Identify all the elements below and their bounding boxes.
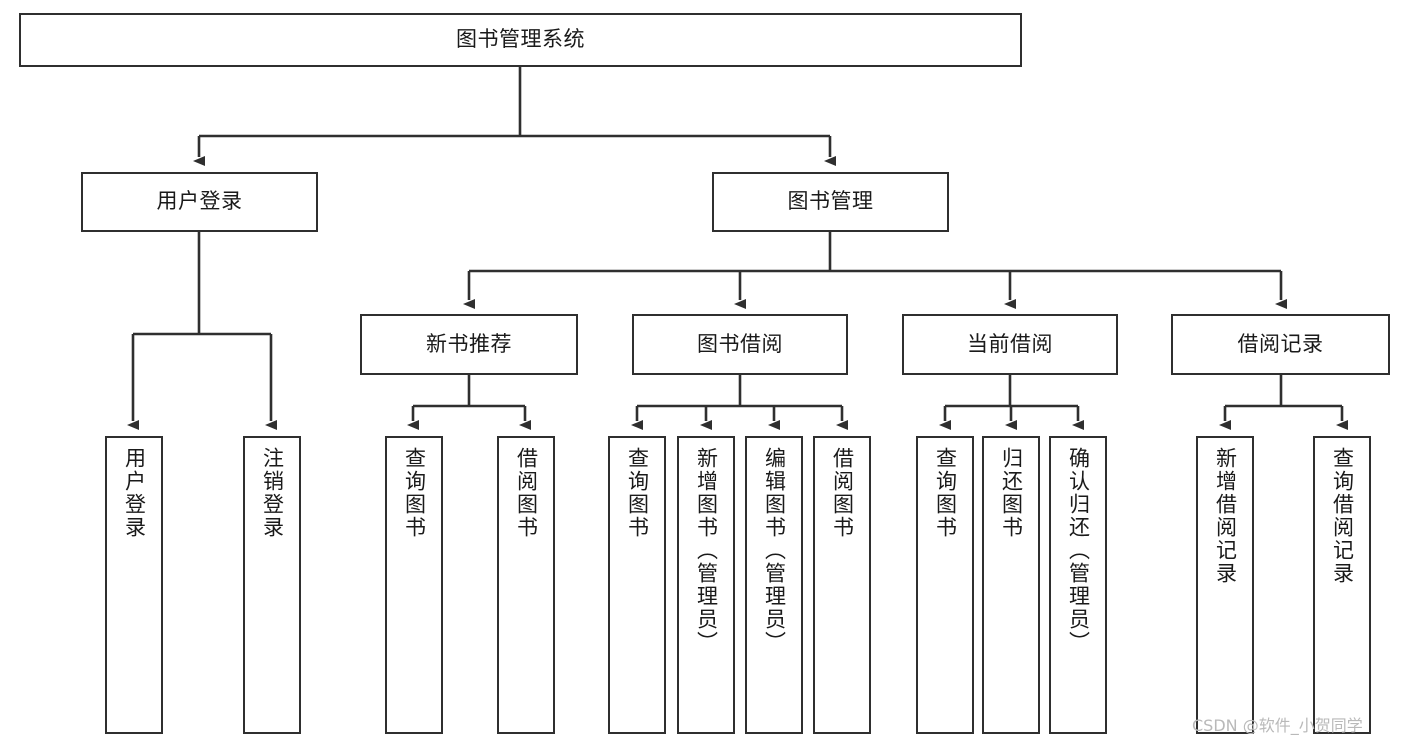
leaf-user-login-login[interactable]: 用户登录: [105, 436, 163, 734]
node-label: 归还图书: [999, 447, 1024, 539]
node-label: 当前借阅: [967, 331, 1053, 356]
leaf-book-borrow-add[interactable]: 新增图书（管理员）: [677, 436, 735, 734]
leaf-book-borrow-edit[interactable]: 编辑图书（管理员）: [745, 436, 803, 734]
node-current-borrow[interactable]: 当前借阅: [902, 314, 1118, 375]
node-label: 用户登录: [122, 447, 147, 539]
node-label: 用户登录: [156, 189, 243, 214]
node-root-system[interactable]: 图书管理系统: [19, 13, 1022, 67]
node-label: 确认归还（管理员）: [1066, 447, 1091, 654]
node-book-management[interactable]: 图书管理: [712, 172, 949, 232]
node-label: 图书管理系统: [456, 27, 585, 52]
node-new-book-recommend[interactable]: 新书推荐: [360, 314, 578, 375]
node-label: 查询图书: [933, 447, 958, 539]
node-borrow-record[interactable]: 借阅记录: [1171, 314, 1390, 375]
node-label: 借阅图书: [830, 447, 855, 539]
leaf-book-borrow-borrow[interactable]: 借阅图书: [813, 436, 871, 734]
leaf-current-borrow-query[interactable]: 查询图书: [916, 436, 974, 734]
node-user-login[interactable]: 用户登录: [81, 172, 318, 232]
node-label: 查询图书: [625, 447, 650, 539]
node-label: 查询借阅记录: [1330, 447, 1355, 585]
leaf-book-borrow-query[interactable]: 查询图书: [608, 436, 666, 734]
node-label: 图书管理: [787, 189, 874, 214]
node-label: 注销登录: [260, 447, 285, 539]
leaf-borrow-record-add[interactable]: 新增借阅记录: [1196, 436, 1254, 734]
leaf-borrow-record-query[interactable]: 查询借阅记录: [1313, 436, 1371, 734]
node-label: 查询图书: [402, 447, 427, 539]
leaf-user-login-logout[interactable]: 注销登录: [243, 436, 301, 734]
node-label: 借阅图书: [514, 447, 539, 539]
leaf-new-book-query[interactable]: 查询图书: [385, 436, 443, 734]
leaf-current-borrow-confirm-return[interactable]: 确认归还（管理员）: [1049, 436, 1107, 734]
node-label: 新增图书（管理员）: [694, 447, 719, 654]
node-label: 编辑图书（管理员）: [762, 447, 787, 654]
node-label: 新增借阅记录: [1213, 447, 1238, 585]
node-label: 图书借阅: [697, 331, 783, 356]
leaf-current-borrow-return[interactable]: 归还图书: [982, 436, 1040, 734]
node-book-borrow[interactable]: 图书借阅: [632, 314, 848, 375]
node-label: 新书推荐: [426, 331, 512, 356]
node-label: 借阅记录: [1237, 331, 1324, 356]
leaf-new-book-borrow[interactable]: 借阅图书: [497, 436, 555, 734]
